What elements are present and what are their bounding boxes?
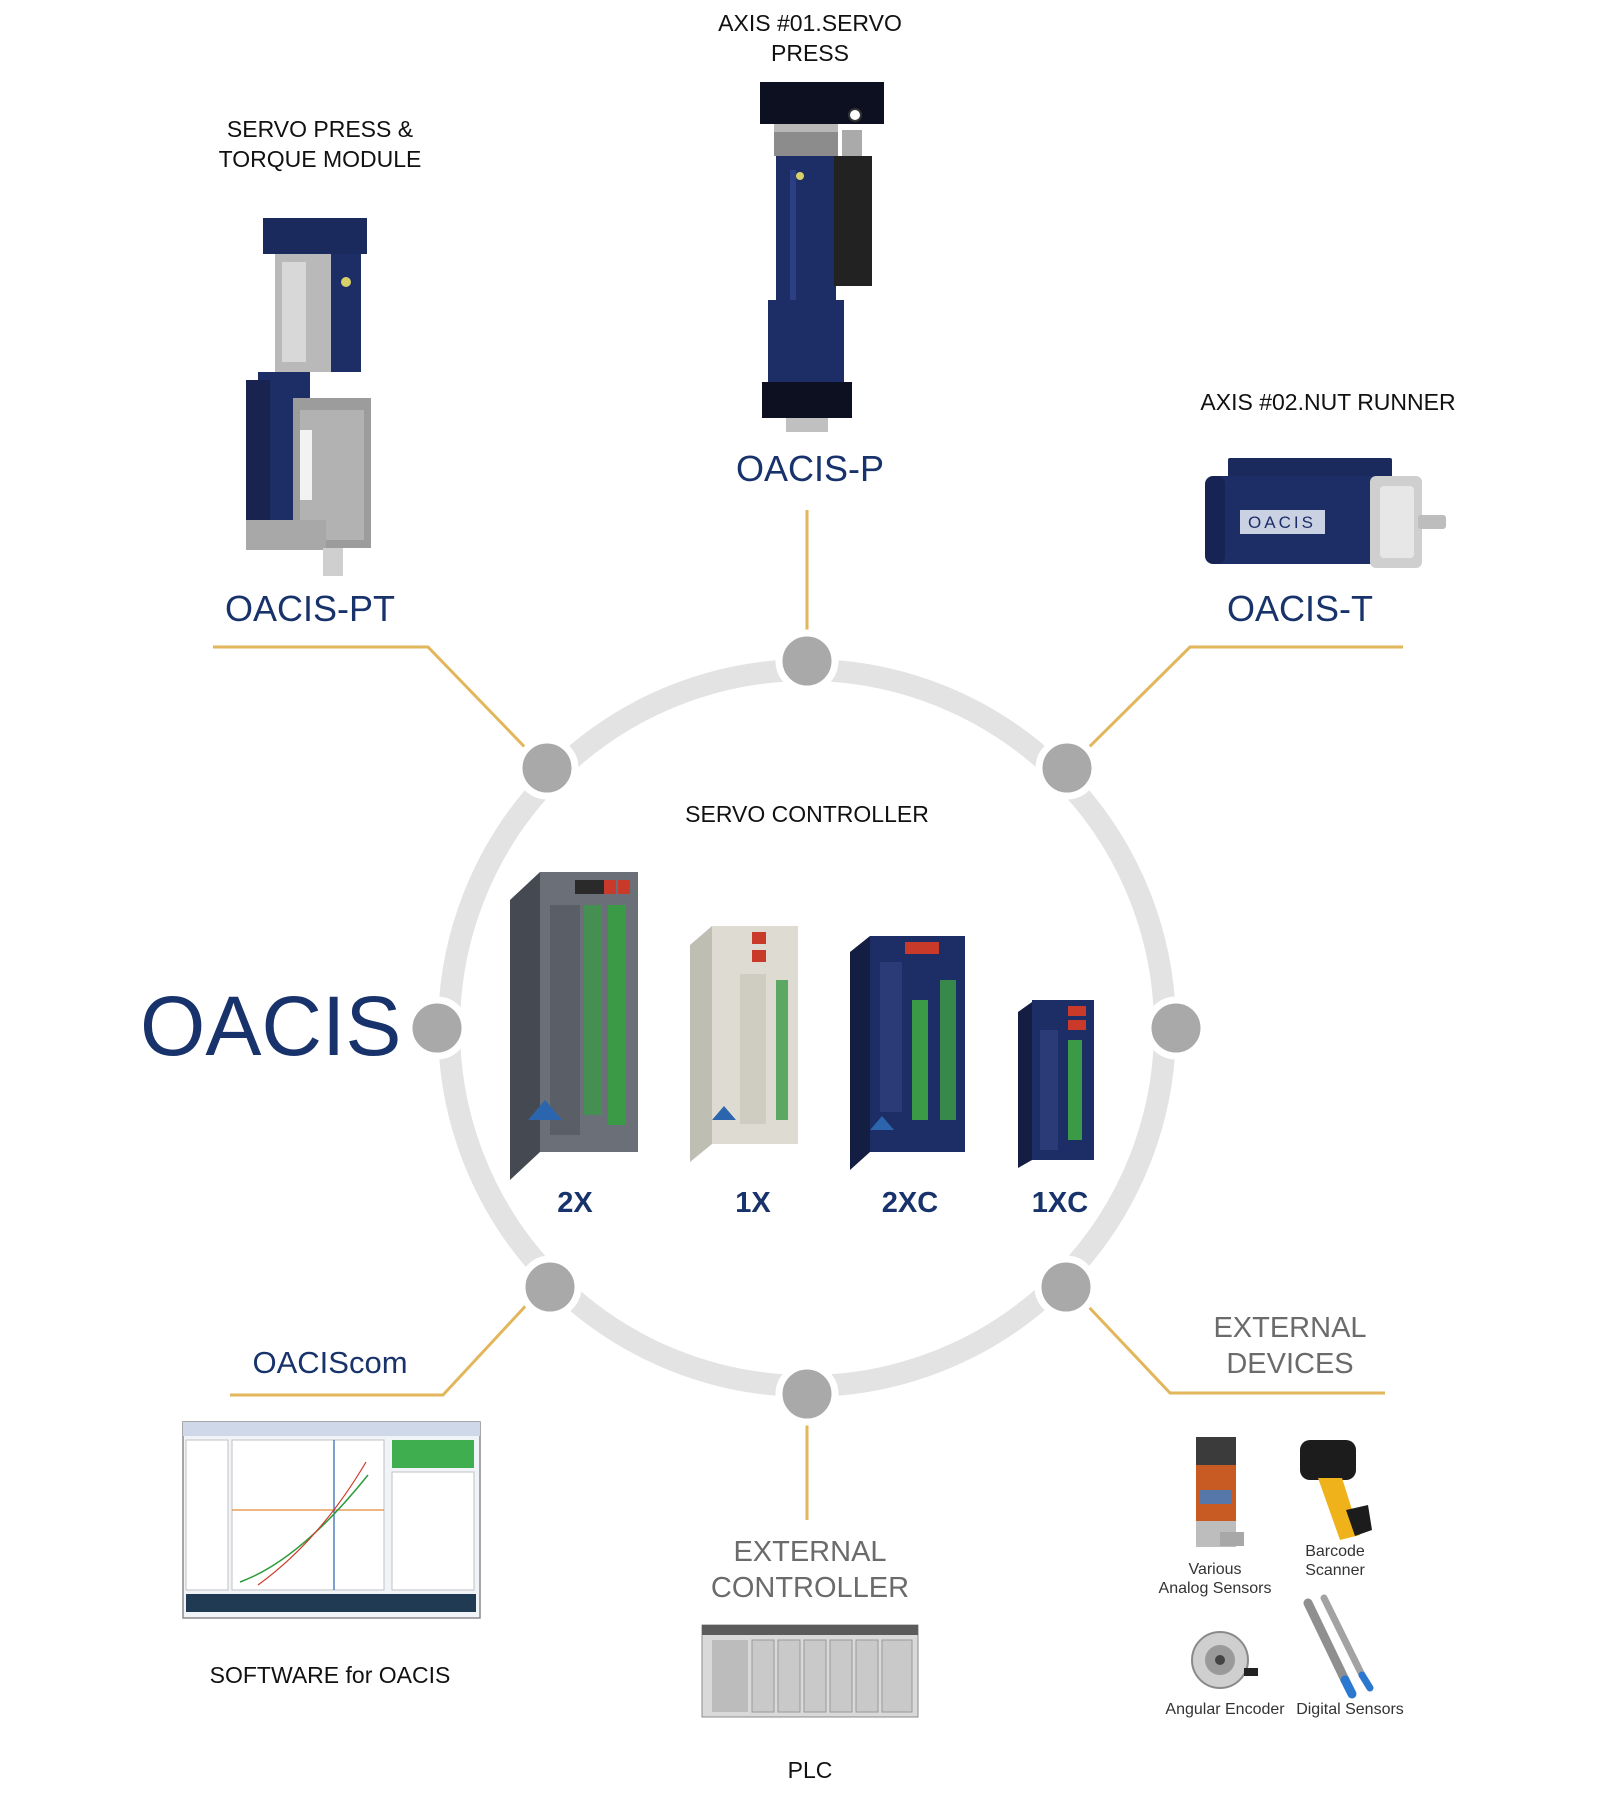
axis2-caption: AXIS #02.NUT RUNNER — [1200, 389, 1456, 415]
oacis-brand-title: OACIS — [140, 979, 402, 1073]
digital-sensors-label: Digital Sensors — [1296, 1701, 1404, 1718]
connector-oacis-pt — [213, 645, 547, 770]
controller-2x-label: 2X — [557, 1187, 593, 1219]
node-dot-bottom-right — [1034, 1255, 1098, 1319]
controller-2xc-label: 2XC — [881, 1187, 939, 1219]
analog-sensor-image — [1196, 1437, 1244, 1547]
oacis-p-press-image — [760, 82, 884, 432]
oacis-t-label: OACIS-T — [1226, 588, 1373, 629]
controller-2xc-image — [850, 936, 965, 1170]
oacis-p-label: OACIS-P — [735, 448, 885, 489]
node-dot-top-right — [1035, 736, 1099, 800]
analog-sensors-label-line1: Various — [1188, 1561, 1242, 1578]
plc-image — [701, 1624, 919, 1718]
node-dot-right — [1144, 996, 1208, 1060]
node-dot-top — [775, 629, 839, 693]
external-controller-title-line2: CONTROLLER — [710, 1572, 910, 1604]
node-dot-left — [405, 996, 469, 1060]
ring-nodes — [405, 629, 1208, 1426]
oacis-pt-label: OACIS-PT — [224, 588, 395, 629]
connector-oacis-t — [1066, 645, 1403, 770]
oaciscom-label: OACIScom — [252, 1345, 408, 1380]
controller-1xc-image — [1018, 1000, 1094, 1168]
oacis-t-module-text: OACIS — [1248, 513, 1316, 532]
controller-1x-image — [690, 926, 798, 1162]
analog-sensors-label-line2: Analog Sensors — [1158, 1580, 1272, 1597]
oacis-t-motor-image: OACIS — [1205, 458, 1446, 568]
oaciscom-software-image — [182, 1421, 481, 1619]
connector-lines — [213, 510, 1403, 1520]
external-devices-title-line1: EXTERNAL — [1213, 1312, 1367, 1344]
barcode-scanner-image — [1300, 1440, 1372, 1540]
angular-encoder-image — [1191, 1631, 1258, 1689]
controller-1x-label: 1X — [735, 1187, 771, 1219]
barcode-scanner-label-line2: Scanner — [1305, 1562, 1365, 1579]
controller-1xc-label: 1XC — [1031, 1187, 1089, 1219]
node-dot-bottom — [775, 1362, 839, 1426]
external-controller-title-line1: EXTERNAL — [733, 1536, 887, 1568]
node-dot-bottom-left — [518, 1255, 582, 1319]
software-caption: SOFTWARE for OACIS — [209, 1662, 451, 1688]
plc-caption: PLC — [787, 1757, 833, 1783]
servo-controller-title: SERVO CONTROLLER — [685, 801, 929, 827]
axis1-caption: AXIS #01.SERVO PRESS — [718, 10, 902, 66]
connector-external-devices — [1066, 1283, 1385, 1395]
digital-sensors-image — [1303, 1594, 1374, 1699]
pt-caption-line1: SERVO PRESS & — [226, 116, 414, 142]
angular-encoder-label: Angular Encoder — [1165, 1701, 1285, 1718]
connector-oaciscom — [230, 1283, 547, 1397]
pt-caption-line2: TORQUE MODULE — [218, 146, 422, 172]
controller-2x-image — [510, 872, 638, 1180]
barcode-scanner-label-line1: Barcode — [1305, 1543, 1365, 1560]
node-dot-top-left — [515, 736, 579, 800]
external-devices-title-line2: DEVICES — [1226, 1348, 1354, 1380]
oacis-pt-module-image — [246, 218, 371, 576]
